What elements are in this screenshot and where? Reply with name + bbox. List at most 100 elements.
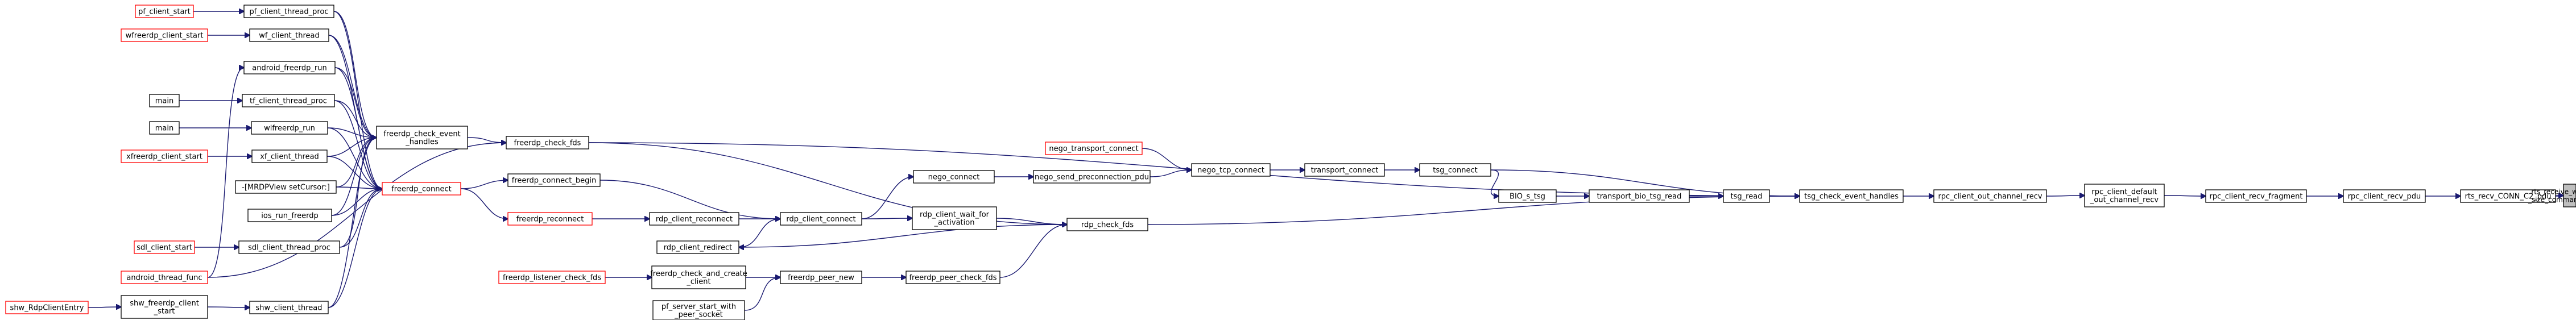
edge-nego-send-preconnection-pdu-to-nego-tcp-connect	[1150, 170, 1192, 177]
node-label: android_thread_func	[126, 274, 202, 282]
node-label: xf_client_thread	[260, 153, 319, 161]
node-freerdp-check-and-create-client[interactable]: freerdp_check_and_create_client	[650, 265, 747, 289]
node-rpc-client-default-out-channel-recv[interactable]: rpc_client_default_out_channel_recv	[2084, 184, 2165, 207]
node-label: _out_channel_recv	[2090, 196, 2159, 205]
edge-android-freerdp-run-to-freerdp-connect	[334, 67, 382, 189]
edge-tsg-connect-to-BIO-s-tsg	[1490, 169, 1499, 196]
node-pf-client-start[interactable]: pf_client_start	[135, 5, 194, 18]
node-box	[249, 28, 329, 42]
node-box	[780, 271, 862, 284]
node-label: rdp_client_connect	[786, 215, 855, 224]
node-BIO-s-tsg[interactable]: BIO_s_tsg	[1498, 189, 1557, 203]
node-mrdpview[interactable]: -[MRDPView setCursor:]	[235, 180, 337, 194]
node-rdp-client-wait-for-activation[interactable]: rdp_client_wait_for_activation	[912, 206, 997, 230]
node-nego-send-preconnection-pdu[interactable]: nego_send_preconnection_pdu	[1033, 170, 1151, 184]
node-android-thread-func[interactable]: android_thread_func	[121, 271, 208, 284]
node-box	[1799, 189, 1904, 203]
node-wfreerdp-client-start[interactable]: wfreerdp_client_start	[121, 28, 208, 42]
node-label: rts_recv_CONN_C2_pdu	[2465, 193, 2552, 201]
node-freerdp-peer-check-fds[interactable]: freerdp_peer_check_fds	[905, 271, 1000, 284]
node-box	[780, 212, 862, 226]
node-box	[376, 126, 468, 149]
node-main1[interactable]: main	[149, 94, 180, 107]
node-freerdp-check-event-handles[interactable]: freerdp_check_event_handles	[376, 126, 468, 149]
node-tsg-read[interactable]: tsg_read	[1723, 189, 1770, 203]
node-rts-recv-CONN-C2-pdu[interactable]: rts_recv_CONN_C2_pdu	[2460, 189, 2556, 203]
node-rts-receive-window-size-command-read[interactable]: rts_receive_window_size_command_read	[2528, 184, 2576, 207]
node-box	[507, 212, 593, 226]
edge-tf-client-thread-proc-to-freerdp-connect	[334, 100, 382, 189]
edge-freerdp-connect-to-freerdp-reconnect	[460, 188, 508, 219]
node-nego-tcp-connect[interactable]: nego_tcp_connect	[1191, 163, 1271, 177]
edge-nego-transport-connect-to-nego-tcp-connect	[1142, 148, 1192, 170]
node-box	[251, 121, 328, 135]
node-shw-client-thread[interactable]: shw_client_thread	[249, 301, 329, 314]
node-android-freerdp-run[interactable]: android_freerdp_run	[243, 61, 336, 74]
node-pf-client-thread-proc[interactable]: pf_client_thread_proc	[243, 5, 334, 18]
node-freerdp-connect[interactable]: freerdp_connect	[382, 182, 461, 196]
node-box	[121, 28, 208, 42]
node-label: pf_client_start	[138, 8, 191, 16]
node-pf-server-start-with-peer-socket[interactable]: pf_server_start_with_peer_socket	[652, 300, 745, 320]
node-tsg-check-event-handles[interactable]: tsg_check_event_handles	[1799, 189, 1904, 203]
node-nego-transport-connect[interactable]: nego_transport_connect	[1045, 142, 1143, 155]
node-rdp-client-reconnect[interactable]: rdp_client_reconnect	[649, 212, 739, 226]
node-sdl-client-thread-proc[interactable]: sdl_client_thread_proc	[238, 240, 340, 254]
node-box	[1033, 170, 1151, 184]
node-box	[656, 240, 739, 254]
node-freerdp-peer-new[interactable]: freerdp_peer_new	[780, 271, 862, 284]
node-rdp-client-redirect[interactable]: rdp_client_redirect	[656, 240, 739, 254]
edge-wlfreerdp-run-to-freerdp-connect	[327, 127, 382, 189]
node-label: tsg_connect	[1433, 167, 1477, 175]
node-box	[2205, 189, 2307, 203]
node-rdp-check-fds[interactable]: rdp_check_fds	[1066, 218, 1148, 231]
node-label: transport_bio_tsg_read	[1597, 193, 1682, 201]
node-box	[1419, 163, 1491, 177]
node-nego-connect[interactable]: nego_connect	[913, 170, 995, 184]
node-wf-client-thread[interactable]: wf_client_thread	[249, 28, 329, 42]
node-rpc-client-recv-fragment[interactable]: rpc_client_recv_fragment	[2205, 189, 2307, 203]
node-label: BIO_s_tsg	[1510, 193, 1545, 201]
edge-tf-client-thread-proc-to-freerdp-check-event-handles	[334, 100, 377, 138]
node-label: nego_connect	[928, 173, 980, 182]
node-transport-bio-tsg-read[interactable]: transport_bio_tsg_read	[1589, 189, 1690, 203]
node-box	[2563, 184, 2576, 207]
node-freerdp-connect-begin[interactable]: freerdp_connect_begin	[507, 173, 601, 187]
edge-xf-client-thread-to-freerdp-check-event-handles	[326, 138, 377, 157]
node-freerdp-check-fds[interactable]: freerdp_check_fds	[506, 136, 589, 149]
node-rdp-client-connect[interactable]: rdp_client_connect	[780, 212, 862, 226]
node-label: rpc_client_recv_pdu	[2348, 193, 2421, 201]
node-box	[2084, 184, 2165, 207]
node-box	[652, 300, 745, 320]
node-wlfreerdp-run[interactable]: wlfreerdp_run	[251, 121, 328, 135]
node-shw-RdpClientEntry[interactable]: shw_RdpClientEntry	[5, 301, 89, 314]
node-label: freerdp_check_and_create	[650, 270, 747, 279]
edges-layer	[88, 11, 2563, 311]
node-label: tsg_read	[1731, 193, 1763, 201]
node-rpc-client-out-channel-recv[interactable]: rpc_client_out_channel_recv	[1933, 189, 2047, 203]
node-box	[1933, 189, 2047, 203]
node-tsg-connect[interactable]: tsg_connect	[1419, 163, 1491, 177]
node-xf-client-thread[interactable]: xf_client_thread	[251, 149, 328, 163]
node-sdl-client-start[interactable]: sdl_client_start	[134, 240, 195, 254]
edge-android-freerdp-run-to-freerdp-check-event-handles	[334, 67, 377, 138]
node-box	[382, 182, 461, 196]
node-box	[507, 173, 601, 187]
node-rpc-client-recv-pdu[interactable]: rpc_client_recv_pdu	[2343, 189, 2426, 203]
node-main2[interactable]: main	[149, 121, 180, 135]
edge-pf-client-thread-proc-to-freerdp-connect	[333, 11, 382, 189]
node-label: wlfreerdp_run	[264, 124, 315, 133]
node-xfreerdp-client-start[interactable]: xfreerdp_client_start	[121, 149, 208, 163]
node-box	[2460, 189, 2556, 203]
node-freerdp-listener-check-fds[interactable]: freerdp_listener_check_fds	[498, 271, 606, 284]
node-label: shw_RdpClientEntry	[10, 304, 84, 313]
node-label: nego_tcp_connect	[1197, 167, 1264, 175]
node-box	[506, 136, 589, 149]
node-shw-freerdp-client-start[interactable]: shw_freerdp_client_start	[121, 295, 208, 319]
node-transport-connect[interactable]: transport_connect	[1304, 163, 1385, 177]
node-tf-client-thread-proc[interactable]: tf_client_thread_proc	[242, 94, 335, 107]
node-freerdp-reconnect[interactable]: freerdp_reconnect	[507, 212, 593, 226]
node-label: nego_send_preconnection_pdu	[1035, 173, 1149, 182]
node-ios-run-freerdp[interactable]: ios_run_freerdp	[247, 209, 332, 222]
edge-android-thread-func-to-freerdp-check-fds	[207, 143, 506, 278]
